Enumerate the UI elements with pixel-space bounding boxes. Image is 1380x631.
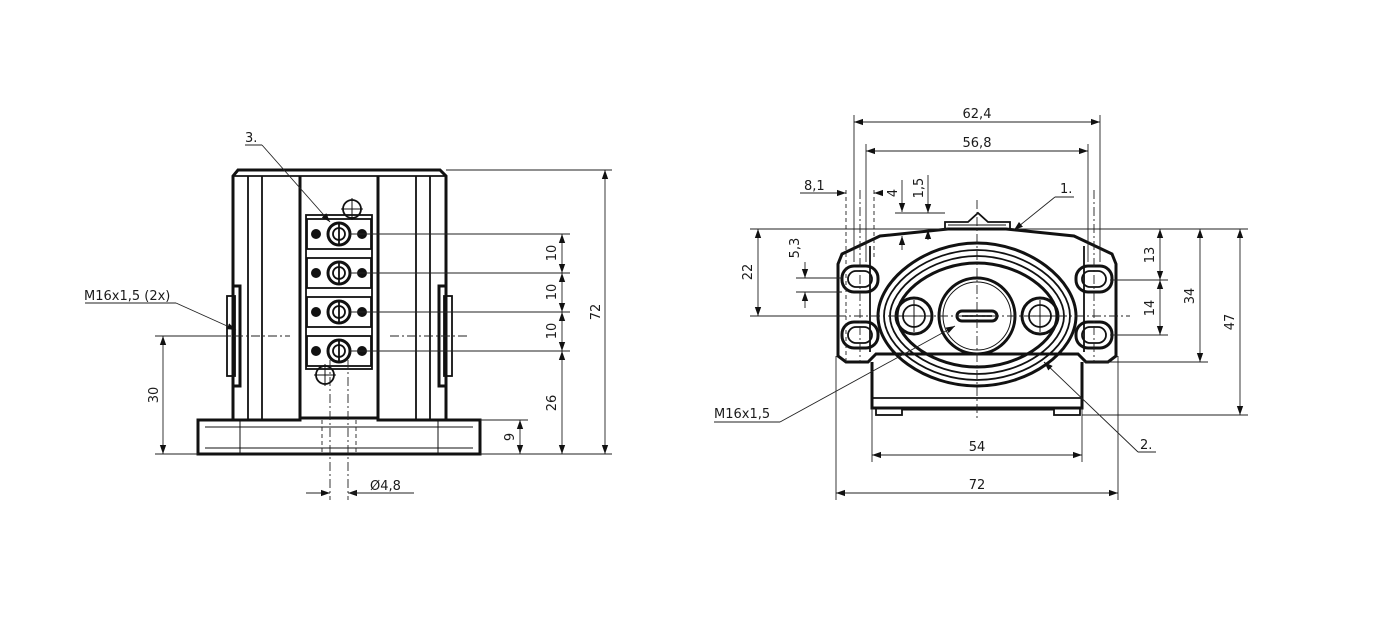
right-dim-8-1: 8,1	[804, 179, 825, 194]
left-view: 72 10 10 10 26 9 30 M16x1,5 (2x) 3.	[84, 131, 612, 500]
right-dim-5-3: 5,3	[788, 238, 803, 259]
right-dim-54: 54	[969, 440, 986, 455]
left-housing	[231, 168, 448, 420]
left-dim-26: 26	[545, 395, 560, 412]
left-dim-diameter: Ø4,8	[370, 479, 401, 494]
left-dim-10-b: 10	[545, 284, 560, 301]
right-dim-4: 4	[886, 189, 901, 197]
right-view: 62,4 56,8 8,1 4 1,5 1. 22 5,3	[714, 107, 1248, 500]
left-callout-3: 3.	[245, 131, 257, 146]
left-dim-30: 30	[147, 387, 162, 404]
right-dim-1-5: 1,5	[912, 178, 927, 199]
right-dim-62-4: 62,4	[963, 107, 992, 122]
left-dim-72: 72	[589, 304, 604, 321]
right-dim-47: 47	[1223, 314, 1238, 331]
terminal-rows	[306, 218, 372, 367]
right-dim-22: 22	[741, 264, 756, 281]
right-dim-72: 72	[969, 478, 986, 493]
right-callout-2: 2.	[1140, 438, 1152, 453]
right-dim-13: 13	[1143, 247, 1158, 264]
right-thread-label: M16x1,5	[714, 407, 770, 422]
left-dim-10-c: 10	[545, 323, 560, 340]
right-callout-1: 1.	[1060, 182, 1072, 197]
left-dim-10-a: 10	[545, 245, 560, 262]
left-dim-9: 9	[503, 433, 518, 441]
left-thread-label: M16x1,5 (2x)	[84, 289, 170, 304]
right-dim-14: 14	[1143, 300, 1158, 317]
right-dim-56-8: 56,8	[963, 136, 992, 151]
right-dim-34: 34	[1183, 288, 1198, 305]
